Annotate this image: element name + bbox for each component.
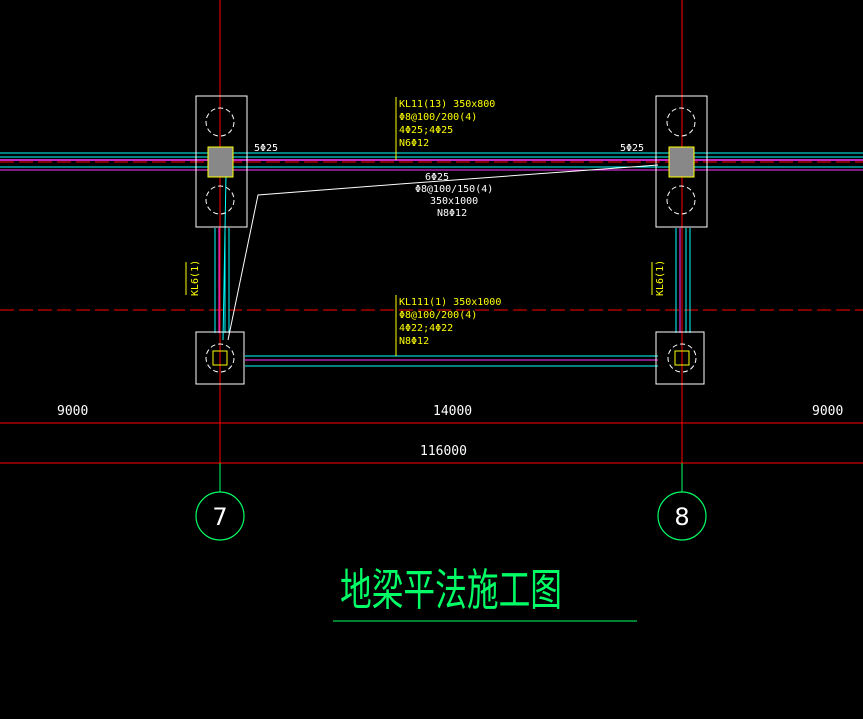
kl11-rebar: 4Φ25;4Φ25 [399, 125, 453, 136]
kl11-name: KL11(13) 350x800 [399, 99, 495, 110]
inclined-beam-lines [227, 164, 659, 341]
pile-cap-bottom-right [655, 331, 705, 385]
label-kl11: KL11(13) 350x800 Φ8@100/200(4) 4Φ25;4Φ25… [399, 99, 495, 149]
pile-cap-top-left [195, 95, 248, 228]
kl111-name: KL111(1) 350x1000 [399, 297, 501, 308]
pile-circle [205, 343, 235, 373]
axis-7-label: 7 [212, 503, 227, 531]
pile-circle [666, 185, 696, 215]
label-inclined-beam: 6Φ25 Φ8@100/150(4) 350x1000 N8Φ12 [415, 172, 493, 219]
pile-cap-top-right [655, 95, 708, 228]
pile-circle [205, 107, 235, 137]
column [674, 350, 690, 366]
beam-kl11-lines [0, 152, 863, 171]
kl11-stirrup: Φ8@100/200(4) [399, 112, 477, 123]
kl111-stirrup: Φ8@100/200(4) [399, 310, 477, 321]
pile-circle [666, 107, 696, 137]
dimension-left: 9000 [57, 404, 88, 419]
column [207, 146, 234, 178]
column [668, 146, 695, 178]
kl111-rebar: 4Φ22;4Φ22 [399, 323, 453, 334]
dimension-total: 116000 [420, 444, 467, 459]
support-rebar-right: 5Φ25 [620, 143, 644, 154]
kl6-right-label: KL6(1) [655, 260, 666, 296]
drawing-title: 地梁平法施工图 [340, 565, 562, 616]
inclined-beam-cyan [222, 174, 227, 341]
inclined-stirrup: Φ8@100/150(4) [415, 184, 493, 195]
grid-lines [0, 0, 863, 488]
beam-kl6-left-lines [214, 228, 230, 333]
pile-cap-bottom-left [195, 331, 245, 385]
inclined-size: 350x1000 [430, 196, 478, 207]
axis-bubble-8: 8 [657, 463, 707, 541]
inclined-rebar: 6Φ25 [425, 172, 449, 183]
support-rebar-left: 5Φ25 [254, 143, 278, 154]
column [212, 350, 228, 366]
kl6-left-label: KL6(1) [190, 260, 201, 296]
kl111-side-bars: N8Φ12 [399, 336, 429, 347]
label-kl111: KL111(1) 350x1000 Φ8@100/200(4) 4Φ22;4Φ2… [399, 297, 501, 347]
axis-bubble-7: 7 [195, 463, 245, 541]
leader-lines [185, 97, 653, 356]
dimension-middle: 14000 [433, 404, 472, 419]
beam-kl6-right-lines [675, 228, 691, 333]
pile-circle [205, 185, 235, 215]
beam-kl111-lines [245, 355, 658, 367]
inclined-side-bars: N8Φ12 [437, 208, 467, 219]
kl11-side-bars: N6Φ12 [399, 138, 429, 149]
dimension-right: 9000 [812, 404, 843, 419]
pile-circle [667, 343, 697, 373]
axis-8-label: 8 [674, 503, 689, 531]
